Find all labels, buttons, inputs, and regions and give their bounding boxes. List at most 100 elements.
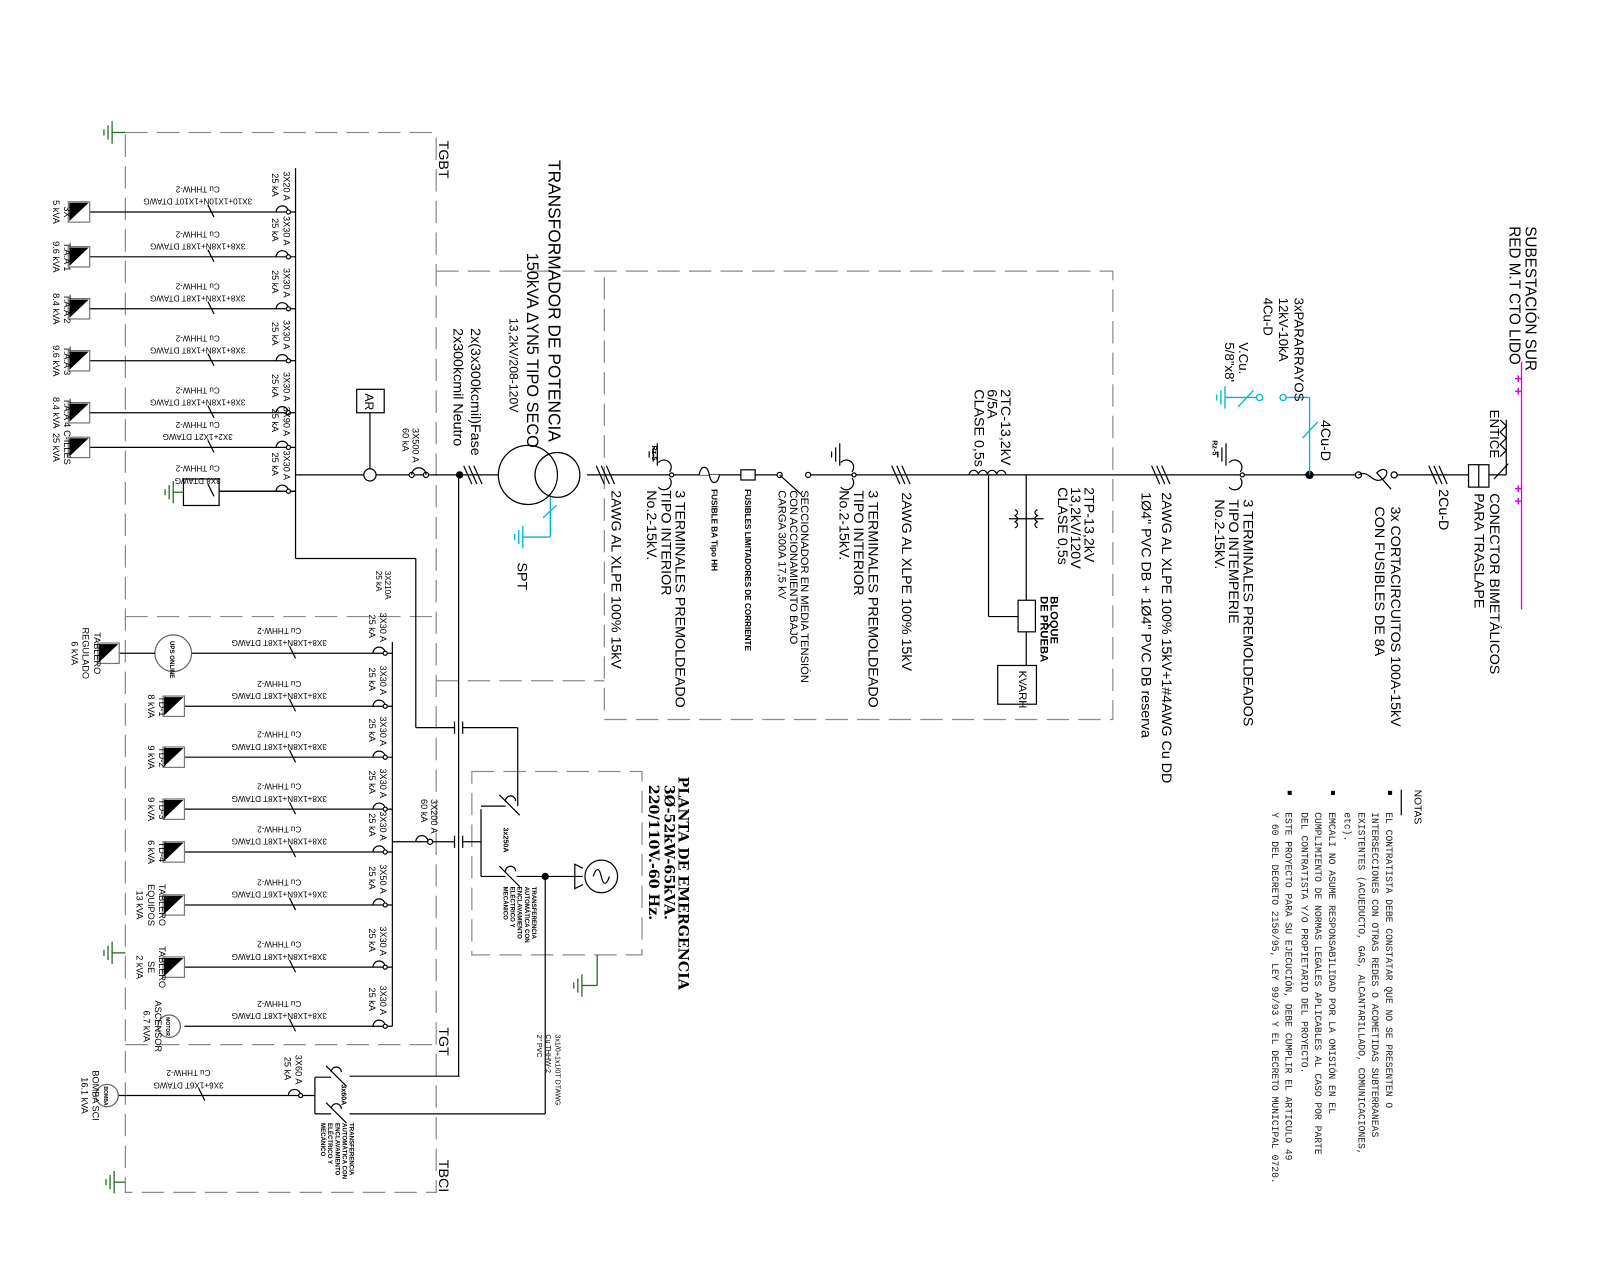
breaker-contact-icon: [382, 703, 388, 709]
cable-label: 3X8+1X8N+1X8T DTAWG: [232, 1011, 327, 1020]
load-label: TD-3: [157, 799, 167, 819]
conductor-label: Cu THHW-2: [175, 464, 219, 473]
breaker-rating: 3X30 A: [281, 372, 291, 402]
breaker-ka: 25 kA: [270, 374, 280, 398]
breaker-rating: 3X50 A: [378, 864, 388, 894]
main-breaker-label: 60 kA: [401, 428, 411, 452]
note-line: Y 60 DEL DECRETO 2150/95, LEY 99/93 Y EL…: [1269, 812, 1280, 1183]
network-plus-icon: +: [1514, 493, 1522, 508]
connector-label: CONECTOR BIMETÁLICOS: [1486, 493, 1503, 674]
ats-contacts-icon: [498, 794, 521, 888]
cable-label: 3X6+1X6T DTAWG: [153, 1080, 223, 1089]
load-panel-fill: [164, 957, 184, 977]
conductor-label: Cu THHW-2: [257, 999, 301, 1008]
test-block-label: BLOQUE: [1048, 596, 1060, 644]
breaker-rating: 3X30 A: [378, 926, 388, 956]
pt-label: CLASE 0,5s: [1054, 487, 1070, 565]
cutout-label: CON FUSIBLES DE 8A: [1371, 506, 1387, 656]
breaker-contact-icon: [297, 1092, 304, 1099]
cable-slash-icon: [1433, 465, 1443, 485]
feeder-cable-label: 1Ø4" PVC DB + 1Ø4" PVC DB reserva: [1137, 492, 1153, 738]
generator-voltage: 220/110V.-60 Hz.: [645, 785, 661, 920]
network-plus-icon: +: [1514, 371, 1522, 386]
generator-breaker-icon: [415, 835, 429, 842]
note-line: ESTE PROYECTO PARA SU EJECUCIÓN, DEBE CU…: [1283, 812, 1294, 1160]
load-panel-fill: [164, 800, 184, 819]
breaker-rating: 3X30 A: [281, 320, 291, 350]
load-label: TABLERO: [157, 946, 167, 988]
slash: [288, 1018, 297, 1032]
breaker-rating: 3X30 A: [281, 450, 291, 480]
current-limiting-fuse-icon: [740, 469, 756, 481]
tbci-ats-contacts-icon: [325, 1065, 347, 1124]
slash: [1301, 421, 1319, 439]
breaker-ka: 25 kA: [270, 409, 280, 433]
breaker-contact-icon: [382, 1023, 388, 1029]
breaker-rating: 3X30 A: [378, 768, 388, 798]
tgt-feeder-label: 25 kA: [374, 571, 383, 592]
conductor-label: Cu THHW-2: [175, 420, 219, 429]
load-label: TD-1: [157, 696, 167, 716]
cable-slash-icon: [473, 465, 483, 485]
breaker-rating: 3X60 A: [294, 1055, 304, 1085]
cable-label: 3X8+1X8N+1X8T DTAWG: [150, 242, 245, 251]
junction-dot-icon: [455, 471, 464, 479]
load-panel-fill: [69, 403, 89, 422]
slash: [207, 439, 215, 453]
conductor-label: Cu THHW-2: [175, 333, 219, 342]
breaker-contact-icon: [285, 306, 292, 312]
breaker-ka: 25 kA: [270, 322, 280, 346]
kvarh-label: KVARH: [1016, 671, 1028, 709]
load-panel-fill: [98, 644, 119, 663]
slash: [207, 204, 215, 218]
outdoor-terminals-label: No.2-15kV.: [1211, 499, 1227, 569]
load-label: EQUIPOS: [146, 884, 156, 926]
pt-label: 13,2kV/120V: [1067, 487, 1083, 569]
load-label: TABLERO: [92, 632, 102, 674]
cable-slash-icon: [1156, 465, 1166, 485]
tbci-ats-label: MECÁNICO: [319, 1123, 326, 1157]
ats-label: ELÉCTRICO Y: [509, 887, 517, 928]
breaker-rating: 3X30 A: [378, 665, 388, 695]
tbci-ats-label: AUTOMÁTICA CON: [340, 1123, 347, 1179]
transformer-cable-label: 2AWG AL XLPE 100% 15kV: [607, 490, 623, 669]
breaker-ka: 25 kA: [270, 270, 280, 294]
load-label: REGULADO: [81, 628, 91, 679]
main-breaker-icon: [411, 467, 427, 475]
terminal-node-icon: [851, 472, 857, 478]
breaker-contact-icon: [285, 209, 292, 215]
load-label: 8.4 kVA: [51, 293, 61, 325]
switch-label: SECCIONADOR EN MEDIA TENSIÓN: [798, 490, 811, 683]
fuse-limiter-label: FUSIBLES LIMITADORES DE CORRIENTE: [743, 489, 752, 651]
load-label: 6 kVA: [146, 840, 156, 865]
test-block-icon: [1017, 599, 1037, 633]
spt-label: SPT: [514, 563, 530, 591]
slash: [288, 897, 297, 911]
breaker-rating: 3X30 A: [378, 811, 388, 841]
tgt-feeder-label: 3X210A: [383, 571, 392, 601]
ats-label: AUTOMÁTICA CON: [523, 887, 530, 943]
transformer-voltage: 13,2kV/208-120V: [507, 318, 521, 413]
arrester-cable-label: 4Cu-D: [1317, 420, 1333, 461]
tbci-ats-label: ENCLAVAMIENTO: [333, 1123, 340, 1176]
ar-label: AR: [362, 393, 376, 410]
breaker-ka: 25 kA: [367, 718, 377, 742]
load-label: 5 kVA: [51, 200, 61, 225]
generator-title: PLANTA DE EMERGENCIA: [675, 777, 691, 991]
